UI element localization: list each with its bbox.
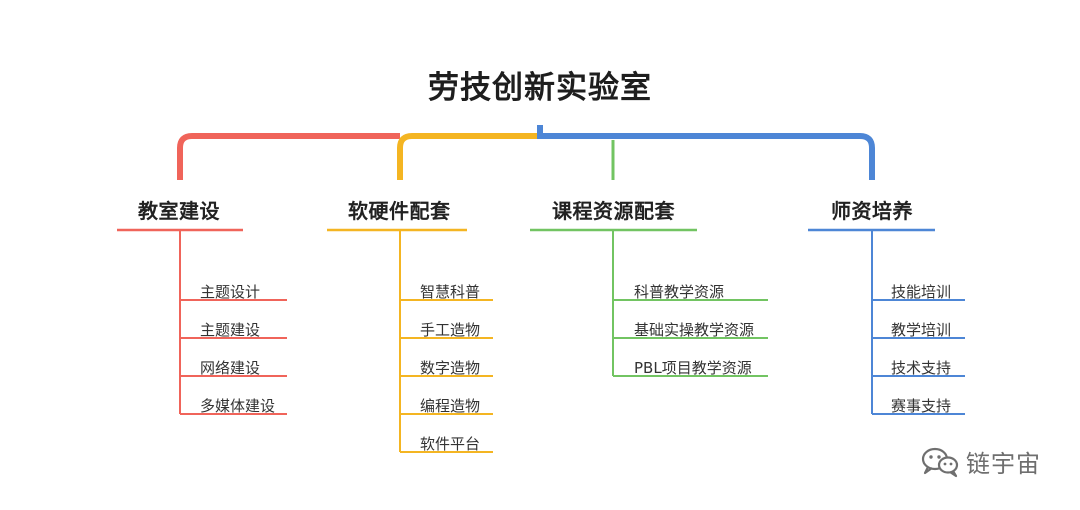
leaf-hardware-programming: 编程造物 bbox=[420, 397, 481, 415]
leaf-classroom-theme-build: 主题建设 bbox=[200, 321, 261, 339]
top-bar-segment-hardware bbox=[397, 133, 540, 180]
top-bar-segment-classroom bbox=[177, 133, 400, 180]
branch-label-teacher-training: 师资培养 bbox=[831, 199, 913, 223]
leaf-hardware-smart-science: 智慧科普 bbox=[420, 283, 481, 301]
diagram-title: 劳技创新实验室 bbox=[428, 70, 652, 106]
wechat-icon bbox=[921, 447, 959, 477]
leaf-curriculum-basic-practice: 基础实操教学资源 bbox=[634, 321, 755, 339]
leaf-classroom-network: 网络建设 bbox=[200, 359, 261, 377]
branch-label-curriculum: 课程资源配套 bbox=[552, 199, 675, 223]
branch-label-classroom: 教室建设 bbox=[138, 199, 220, 223]
leaf-classroom-theme-design: 主题设计 bbox=[200, 283, 261, 301]
leaf-hardware-digital-making: 数字造物 bbox=[420, 359, 481, 377]
leaf-teacher-tech-support: 技术支持 bbox=[891, 359, 952, 377]
branch-label-hardware-software: 软硬件配套 bbox=[348, 199, 451, 223]
leaf-curriculum-pbl: PBL项目教学资源 bbox=[634, 359, 752, 377]
leaf-classroom-multimedia: 多媒体建设 bbox=[200, 397, 276, 415]
leaf-curriculum-science-resources: 科普教学资源 bbox=[634, 283, 725, 301]
leaf-teacher-teaching: 教学培训 bbox=[891, 321, 952, 339]
watermark: 链宇宙 bbox=[920, 444, 1041, 479]
leaf-teacher-competition: 赛事支持 bbox=[891, 397, 952, 415]
top-bar-segment-teacher bbox=[540, 133, 875, 180]
watermark-text: 链宇宙 bbox=[966, 450, 1041, 478]
leaf-hardware-software-platform: 软件平台 bbox=[420, 435, 481, 453]
leaf-teacher-skills: 技能培训 bbox=[891, 283, 952, 301]
leaf-hardware-handcraft: 手工造物 bbox=[420, 321, 481, 339]
